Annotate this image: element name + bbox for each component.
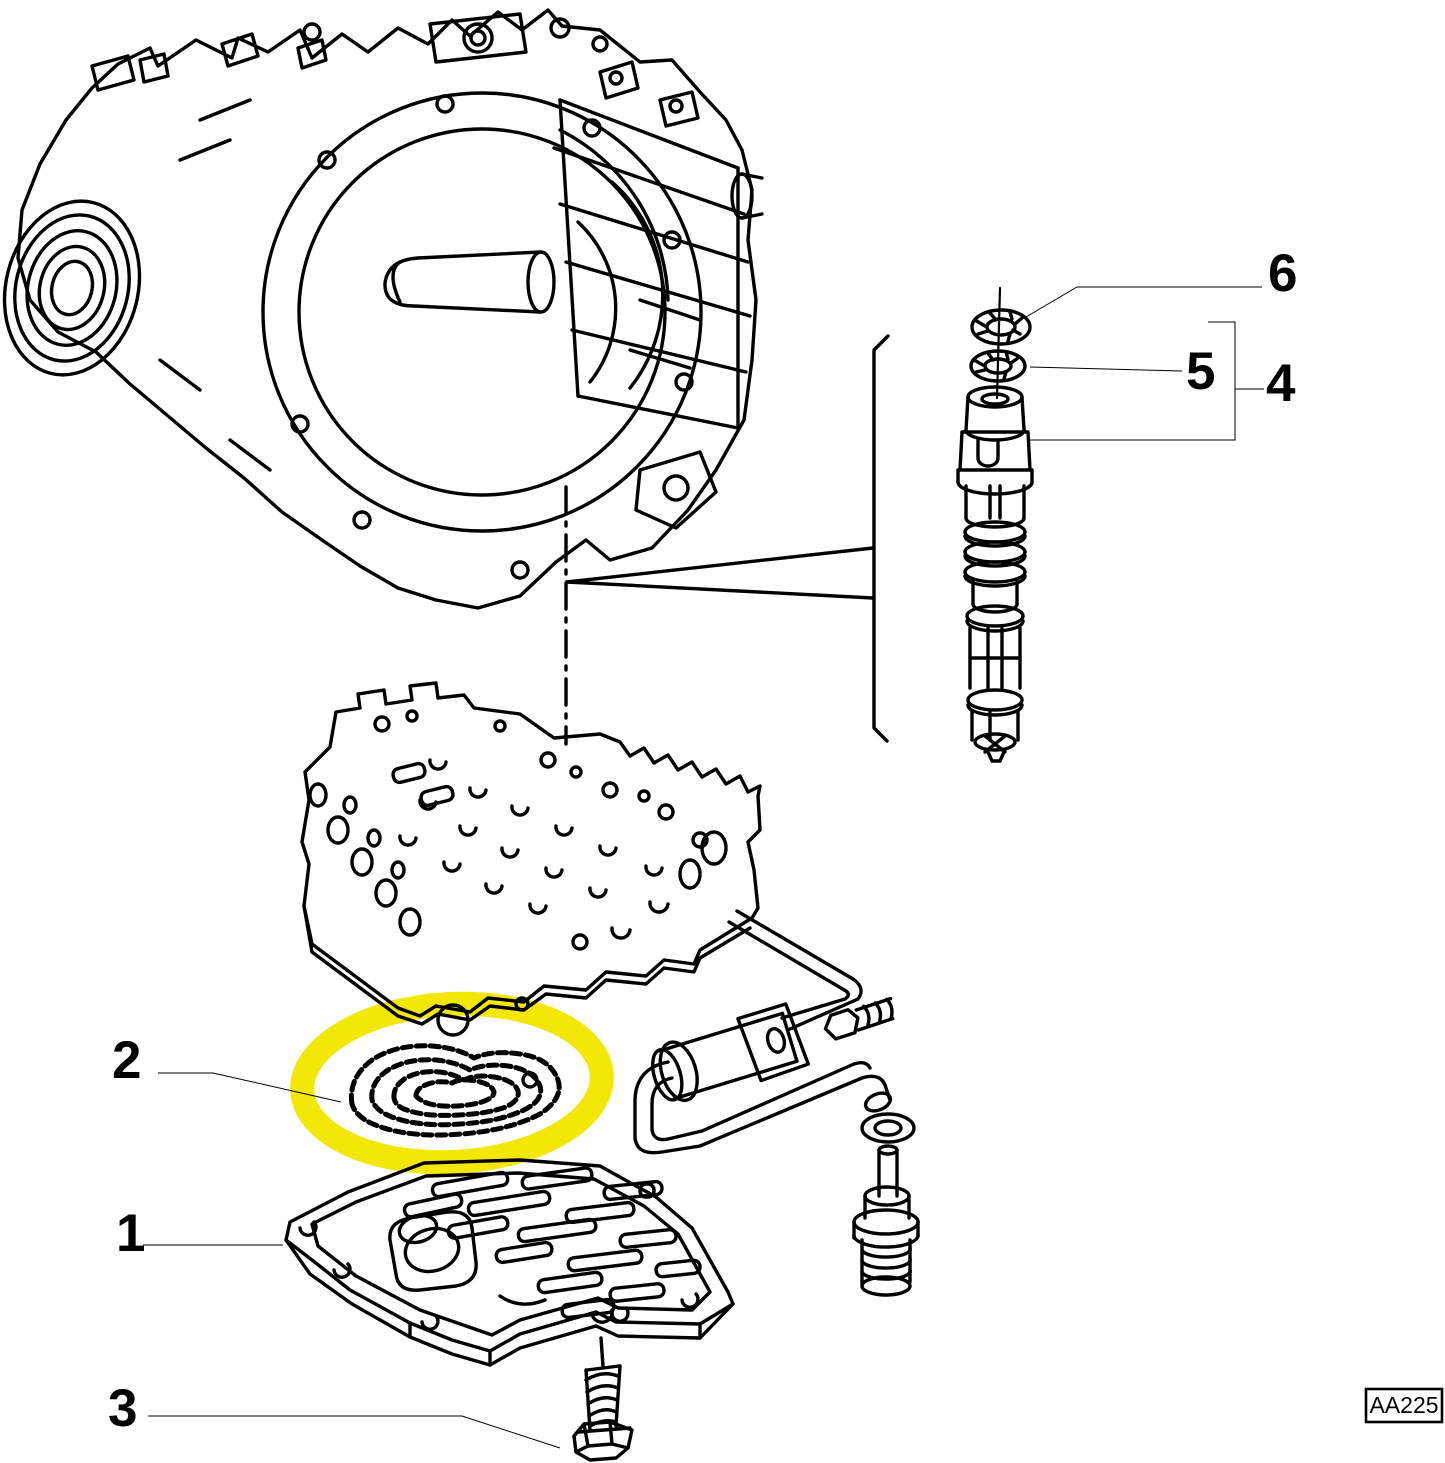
callout-6-leader (1025, 286, 1262, 318)
badge-code: AA225 (1369, 1392, 1438, 1418)
solenoid-cylinder (650, 1002, 810, 1103)
bolt-part-3 (572, 1336, 634, 1462)
callout-3: 3 (108, 1379, 561, 1449)
callout-6: 6 (1025, 244, 1297, 318)
gasket-part-2 (348, 1043, 562, 1138)
callout-2-leader (158, 1072, 342, 1103)
callout-1-label: 1 (116, 1204, 145, 1263)
callout-2: 2 (112, 1031, 342, 1103)
callout-3-label: 3 (108, 1379, 137, 1438)
callout-4-bracket (1027, 321, 1264, 441)
callout-4: 4 (1027, 321, 1296, 441)
callout-2-label: 2 (112, 1031, 141, 1090)
callout-5: 5 (1029, 342, 1215, 401)
drawing-code-badge: AA225 (1364, 1387, 1444, 1424)
plug-fitting (852, 1144, 920, 1297)
badge-box (1364, 1387, 1444, 1424)
solenoid-valve-part-4 (956, 385, 1034, 763)
callout-4-label: 4 (1266, 354, 1296, 413)
pipe-washer (860, 1112, 916, 1144)
washer-6-part (970, 308, 1032, 346)
pipe-bolt-fitting (823, 996, 895, 1041)
pipe-assembly (633, 909, 895, 1155)
oil-filter-plate-part-1 (284, 1158, 735, 1367)
callout-5-leader (1029, 366, 1183, 372)
callout-6-label: 6 (1268, 244, 1297, 303)
callout-1: 1 (116, 1204, 283, 1263)
valve-body-plate (300, 681, 762, 1037)
location-pointer-bracket (565, 334, 890, 743)
callout-3-leader (148, 1415, 561, 1449)
callout-5-label: 5 (1186, 342, 1215, 401)
gearbox-housing (2, 8, 764, 610)
washer-5-part (969, 349, 1027, 383)
